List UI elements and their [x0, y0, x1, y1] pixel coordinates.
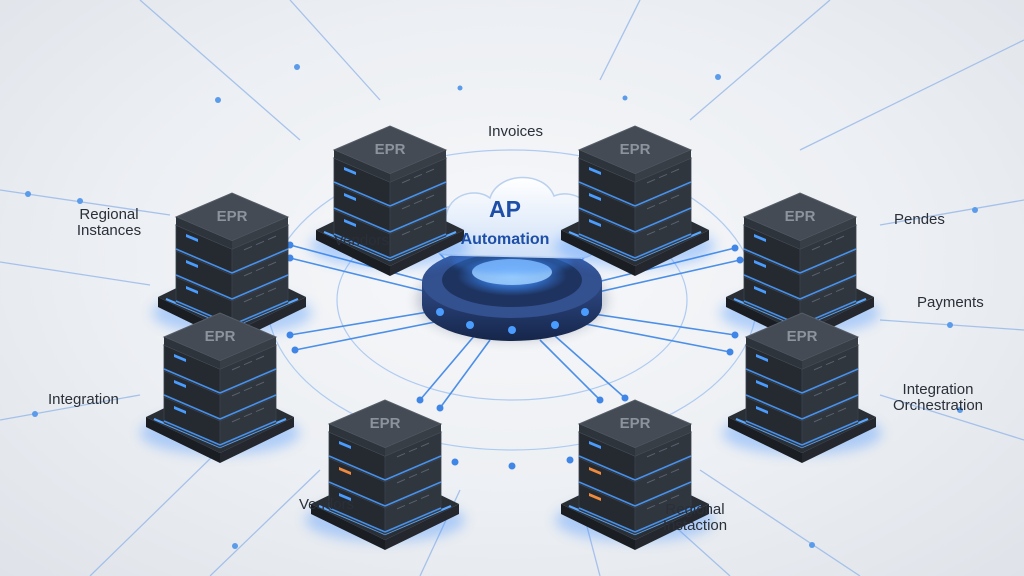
server-label-bottom-right: EPR: [620, 415, 651, 432]
server-stack-left-upper: EPR: [152, 192, 312, 343]
server-label-right-upper: EPR: [785, 208, 816, 225]
label-integration: Integration: [48, 391, 119, 408]
hub-title: AP: [489, 196, 521, 222]
label-invoices: Invoices: [488, 123, 544, 140]
server-stacks: EPR EPR EPR EPR EPR EPR EPR EPR: [140, 125, 882, 550]
label-regional-instaction-line1: Regional: [665, 501, 725, 518]
server-stack-right-lower: EPR: [722, 312, 882, 463]
hub-subtitle: Automation: [460, 231, 550, 248]
label-regional-instaction-line2: Instaction: [662, 517, 728, 534]
label-vendors-bottom: Vendors: [299, 496, 355, 513]
server-stack-right-upper: EPR: [720, 192, 880, 343]
server-label-bottom-left: EPR: [370, 415, 401, 432]
server-label-right-lower: EPR: [787, 328, 818, 345]
server-stack-top-left: EPR: [310, 125, 470, 276]
server-label-left-upper: EPR: [217, 208, 248, 225]
server-stack-bottom-right: EPR: [555, 399, 715, 550]
label-regional-instances-line1: Regional: [79, 206, 139, 223]
label-regional-instances-line2: Instances: [76, 222, 142, 239]
server-stack-left-lower: EPR: [140, 312, 300, 463]
label-integration-orchestration-line2: Orchestration: [892, 397, 984, 414]
server-stack-top-right: EPR: [555, 125, 715, 276]
server-stack-bottom-left: EPR: [305, 399, 465, 550]
label-integration-orchestration-line1: Integration: [902, 381, 974, 398]
server-label-top-left: EPR: [375, 141, 406, 158]
label-pendes: Pendes: [894, 211, 945, 228]
label-integration-orchestration: Integration Orchestration: [886, 382, 990, 414]
label-regional-instaction: Regional Instaction: [650, 502, 740, 534]
server-label-top-right: EPR: [620, 141, 651, 158]
label-payments: Payments: [917, 294, 984, 311]
cloud-icon: [430, 176, 601, 274]
background-connector-dots: [25, 64, 978, 549]
label-vendors-top: Vendors: [334, 232, 390, 249]
label-regional-instances: Regional Instances: [64, 207, 154, 239]
server-label-left-lower: EPR: [205, 328, 236, 345]
